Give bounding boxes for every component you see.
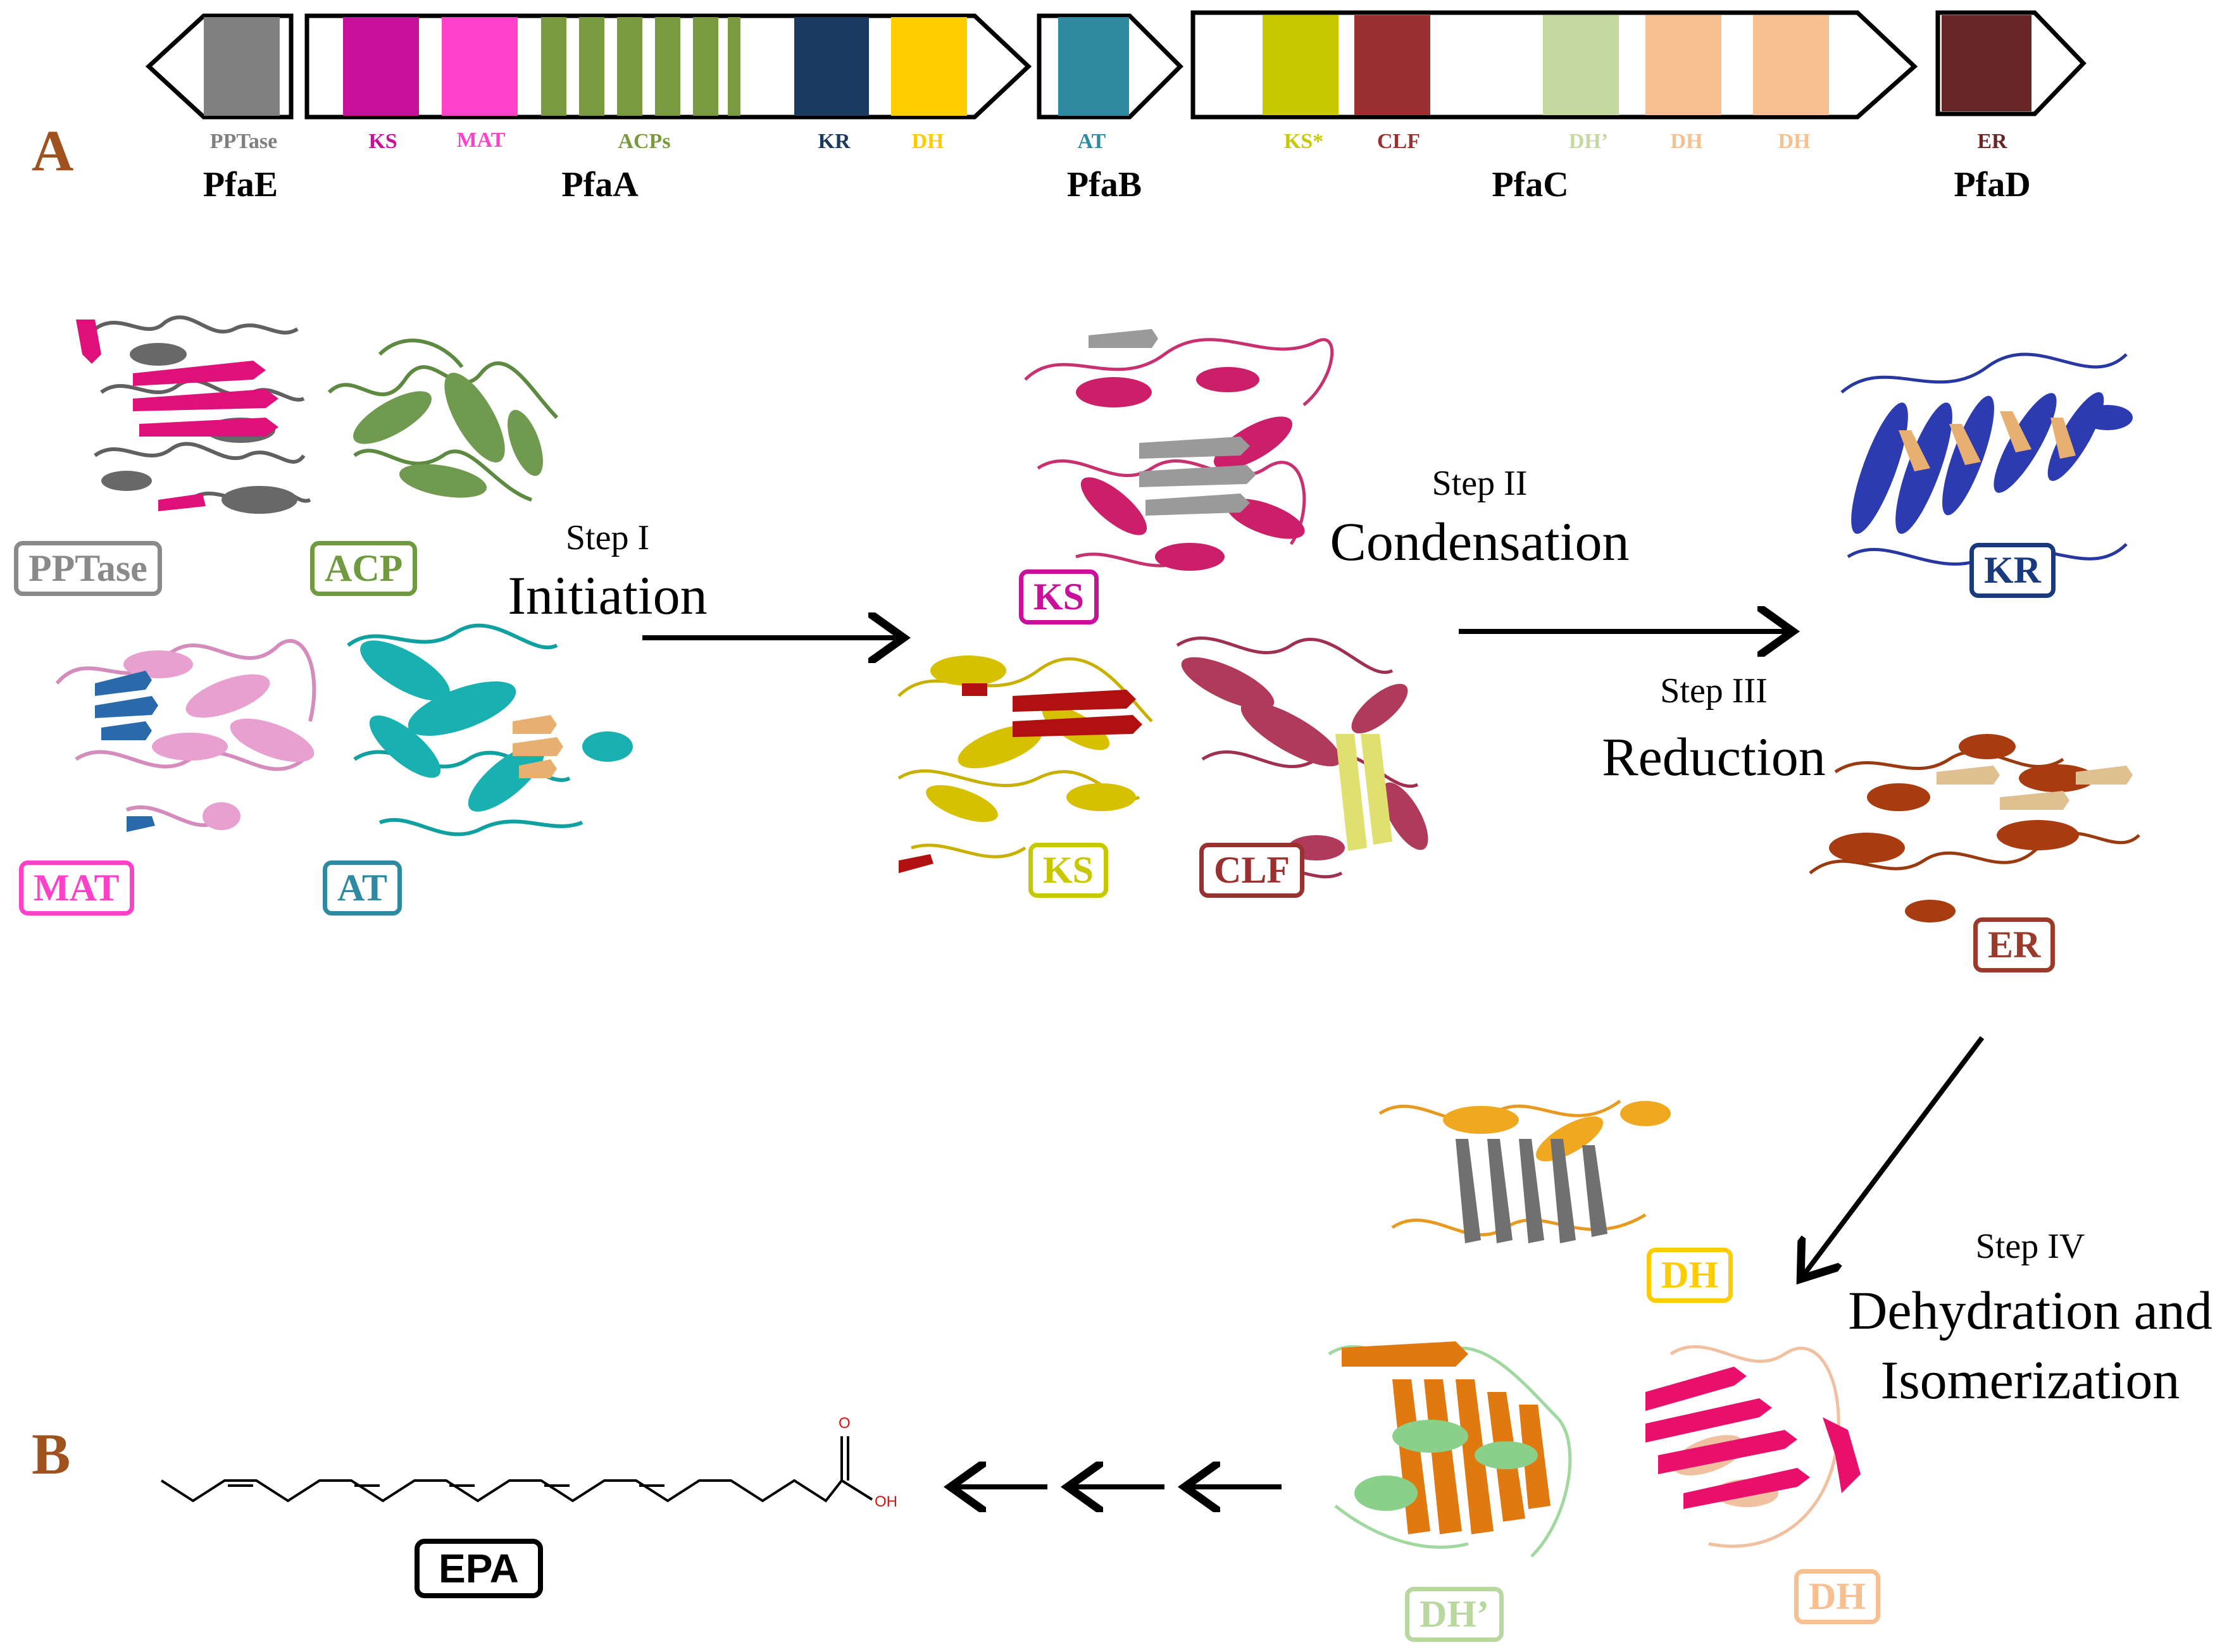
mat-structure bbox=[55, 639, 316, 832]
domain-label-clf: CLF bbox=[1377, 130, 1420, 153]
domain-label-acps: ACPs bbox=[618, 130, 671, 153]
epa-molecule bbox=[160, 1436, 873, 1503]
step-1-number: Step I bbox=[565, 518, 650, 557]
domain-label-at: AT bbox=[1077, 130, 1106, 153]
label-ks-bottom: KS bbox=[1028, 843, 1109, 898]
label-pptase: PPTase bbox=[14, 541, 162, 596]
label-er: ER bbox=[1973, 917, 2056, 972]
domain-block-mat bbox=[442, 17, 518, 116]
step-1-name: Initiation bbox=[508, 565, 708, 626]
domain-block-kr bbox=[794, 17, 869, 116]
domain-block-at bbox=[1058, 17, 1129, 116]
label-dh-prime: DH’ bbox=[1405, 1587, 1504, 1642]
label-mat: MAT bbox=[19, 860, 134, 916]
domain-label-ks-star: KS* bbox=[1283, 130, 1324, 153]
label-kr: KR bbox=[1969, 543, 2056, 598]
domain-label-dh: DH bbox=[911, 130, 944, 153]
domain-block-acps bbox=[541, 17, 740, 116]
at-structure bbox=[347, 623, 633, 836]
label-clf: CLF bbox=[1199, 843, 1304, 898]
domain-block-er bbox=[1942, 15, 2031, 111]
gene-name-pfac: PfaC bbox=[1492, 165, 1569, 204]
domain-label-mat: MAT bbox=[456, 128, 506, 152]
dh-top-structure bbox=[1378, 1099, 1671, 1243]
panel-letter-b: B bbox=[32, 1422, 71, 1486]
gene-name-pfab: PfaB bbox=[1066, 165, 1142, 204]
gene-arrow-pfad bbox=[1935, 10, 2087, 116]
domain-block-dh-2 bbox=[1753, 15, 1829, 115]
domain-block-dh bbox=[891, 17, 967, 116]
label-dh-top: DH bbox=[1647, 1248, 1733, 1303]
gene-name-pfad: PfaD bbox=[1954, 165, 2031, 204]
gene-arrow-pfae bbox=[145, 13, 294, 120]
step-4-number: Step IV bbox=[1975, 1227, 2085, 1266]
label-dh-bottom: DH bbox=[1794, 1569, 1880, 1624]
step-4-name-line-2: Isomerization bbox=[1880, 1350, 2180, 1410]
label-ks-top: KS bbox=[1019, 569, 1099, 624]
domain-block-clf bbox=[1354, 15, 1430, 115]
atom-hydroxyl: OH bbox=[875, 1493, 897, 1510]
step-4-name-line-1: Dehydration and bbox=[1848, 1280, 2212, 1341]
step-2-number: Step II bbox=[1432, 464, 1528, 503]
domain-block-ks-star bbox=[1263, 15, 1339, 115]
atom-oxygen: O bbox=[839, 1415, 851, 1432]
label-at: AT bbox=[323, 860, 402, 916]
kr-structure bbox=[1840, 352, 2133, 566]
ks-bottom-structure bbox=[897, 655, 1153, 873]
dh-bottom-structure bbox=[1645, 1345, 1861, 1548]
gene-arrow-pfaa bbox=[304, 13, 1032, 120]
domain-block-pptase bbox=[204, 17, 280, 116]
acp-structure bbox=[327, 338, 559, 502]
domain-block-dh-1 bbox=[1645, 15, 1721, 115]
dh-prime-structure bbox=[1328, 1341, 1572, 1558]
pptase-structure bbox=[76, 315, 311, 514]
gene-arrow-pfab bbox=[1037, 13, 1183, 120]
domain-label-dh-2: DH bbox=[1778, 130, 1811, 153]
domain-label-ks: KS bbox=[368, 130, 397, 153]
clf-structure bbox=[1176, 637, 1428, 879]
domain-label-er: ER bbox=[1977, 130, 2007, 153]
domain-label-pptase: PPTase bbox=[209, 130, 278, 153]
gene-name-pfaa: PfaA bbox=[561, 165, 639, 204]
er-structure bbox=[1809, 734, 2140, 922]
product-label-epa: EPA bbox=[415, 1539, 543, 1599]
gene-arrow-pfac bbox=[1190, 10, 1918, 120]
domain-label-kr: KR bbox=[818, 130, 851, 153]
gene-cluster-diagram bbox=[145, 10, 2087, 120]
arrow-step-3 bbox=[1804, 1036, 1985, 1275]
ks-top-structure bbox=[1024, 329, 1334, 571]
domain-block-dh-prime bbox=[1543, 15, 1619, 115]
label-acp: ACP bbox=[310, 541, 418, 596]
domain-block-ks bbox=[343, 17, 419, 116]
domain-label-dh-prime: DH’ bbox=[1568, 130, 1609, 153]
step-2-name: Condensation bbox=[1330, 511, 1630, 572]
step-3-number: Step III bbox=[1660, 671, 1768, 711]
step-3-name: Reduction bbox=[1602, 726, 1826, 787]
domain-label-dh-1: DH bbox=[1670, 130, 1703, 153]
gene-name-pfae: PfaE bbox=[203, 165, 278, 204]
panel-letter-a: A bbox=[32, 118, 74, 183]
